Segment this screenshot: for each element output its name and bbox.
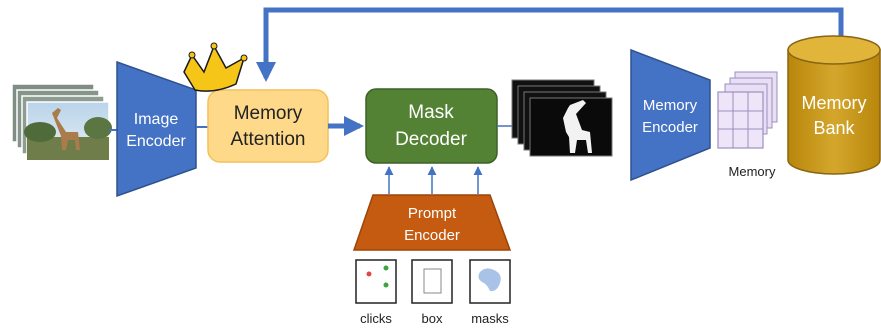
giraffe-frame <box>24 101 112 161</box>
clicks-icon <box>355 259 397 304</box>
memory-features-icon <box>717 71 778 149</box>
output-masks <box>511 79 613 157</box>
prompt-to-decoder-arrows <box>384 166 483 194</box>
prompt-encoder-label-2: Encoder <box>404 227 460 244</box>
clicks-label: clicks <box>360 311 392 326</box>
memory-attention-label-1: Memory <box>234 103 303 124</box>
image-encoder: Image Encoder <box>116 60 197 198</box>
box-icon <box>411 259 453 304</box>
mask-decoder: Mask Decoder <box>365 88 498 164</box>
memory-attention-label-2: Attention <box>231 129 306 150</box>
prompt-encoder: Prompt Encoder <box>352 194 512 251</box>
image-encoder-label-1: Image <box>134 111 179 128</box>
memory-feedback-arrow <box>256 7 844 82</box>
memory-bank-label-1: Memory <box>801 93 866 113</box>
memory-encoder-label-2: Encoder <box>642 119 698 136</box>
memory-bank: Memory Bank <box>787 35 881 175</box>
giraffe-mask-silhouette <box>563 100 592 153</box>
memory-label: Memory <box>729 164 776 179</box>
input-frames <box>11 83 112 161</box>
box-label: box <box>422 311 443 326</box>
mask-decoder-label-1: Mask <box>408 102 454 123</box>
crown-icon <box>183 42 248 92</box>
mask-decoder-label-2: Decoder <box>395 129 467 150</box>
masks-icon <box>469 259 511 304</box>
memory-attention: Memory Attention <box>207 89 329 163</box>
masks-label: masks <box>471 311 509 326</box>
memory-encoder-label-1: Memory <box>643 97 698 114</box>
image-encoder-label-2: Encoder <box>126 133 186 150</box>
prompt-encoder-label-1: Prompt <box>408 205 457 222</box>
memory-encoder: Memory Encoder <box>630 48 711 182</box>
memory-bank-label-2: Bank <box>813 118 855 138</box>
